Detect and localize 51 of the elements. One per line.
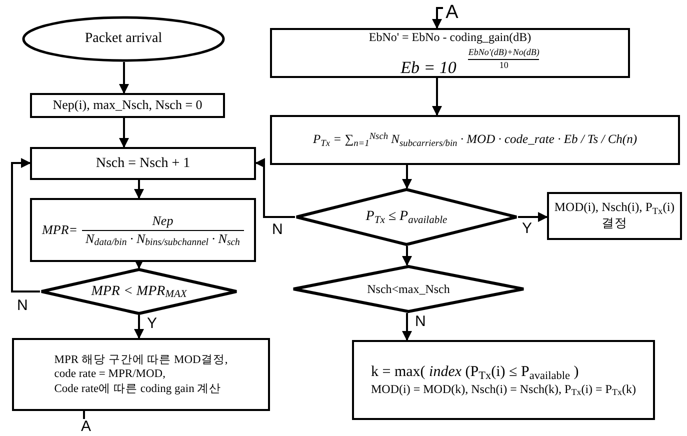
process-box	[547, 192, 682, 240]
decision-diamond	[292, 265, 525, 313]
arrow	[432, 78, 442, 116]
decision-diamond	[40, 268, 238, 315]
process-box	[270, 115, 680, 165]
edge-label: N	[271, 222, 284, 237]
arrow	[402, 313, 412, 341]
step-text: Packet arrival	[84, 30, 162, 48]
process-box	[12, 338, 270, 411]
arrow	[11, 158, 40, 292]
formula-text: Eb = 10	[400, 58, 456, 76]
exponent-denominator: 10	[499, 60, 508, 71]
arrow	[255, 158, 295, 218]
terminal-ellipse	[22, 16, 225, 62]
process-box	[30, 147, 256, 180]
process-box	[270, 28, 630, 78]
step-text: Code rate에 따른 coding gain 계산	[54, 382, 222, 396]
exponent-numerator: EbNo'(dB)+No(dB)	[468, 47, 540, 60]
step-text: code rate = MPR/MOD,	[54, 367, 166, 382]
arrow	[134, 180, 144, 199]
arrow	[134, 315, 144, 339]
arrow	[402, 246, 412, 266]
process-box	[30, 93, 225, 118]
edge-label: Y	[146, 316, 158, 331]
numerator-text: Nep	[82, 213, 244, 230]
step-text: Nep(i), max_Nsch, Nsch = 0	[52, 97, 202, 114]
formula-text: EbNo' = EbNo - coding_gain(dB)	[368, 30, 532, 46]
arrow	[432, 7, 443, 29]
formula-text: MPR=	[42, 222, 78, 238]
connector-label: A	[446, 1, 458, 25]
step-text: k = max( index (P$_{Tx}$(i) ≤ P$_{available}$ )	[371, 363, 579, 382]
decision-diamond	[295, 188, 518, 246]
step-text: MOD(i) = MOD(k), Nsch(i) = Nsch(k), P$_{Tx}$(i) = P$_{Tx}$(k)	[371, 382, 636, 397]
connector-label: A	[80, 418, 91, 436]
edge-label: N	[16, 298, 29, 313]
process-box	[352, 340, 655, 420]
step-text: MPR 해당 구간에 따른 MOD결정,	[54, 352, 228, 368]
process-box	[30, 198, 256, 262]
edge-label: Y	[521, 221, 534, 236]
arrow	[402, 165, 412, 189]
denominator-text: N$_{data/bin}$ · N$_{bins/subchannel}$ · N$_{sch}$	[84, 230, 241, 247]
arrow	[119, 118, 129, 148]
step-text: MPR < MPR$_{MAX}$	[91, 282, 187, 300]
step-text: Nsch<max_Nsch	[367, 282, 450, 296]
step-text: MOD(i), Nsch(i), P$_{Tx}$(i) 결정	[553, 200, 676, 232]
step-text: P$_{Tx}$ ≤ P$_{available}$	[366, 208, 448, 226]
arrow	[518, 212, 548, 222]
edge-label: N	[414, 314, 427, 329]
step-text: P$_{Tx}$ = ∑$_{n=1}$$^{Nsch}$ N$_{subcarriers/bin}$ · MOD · code_rate · Eb / Ts / Ch(n)	[313, 132, 637, 148]
step-text: Nsch = Nsch + 1	[96, 154, 190, 172]
arrow	[119, 62, 129, 94]
